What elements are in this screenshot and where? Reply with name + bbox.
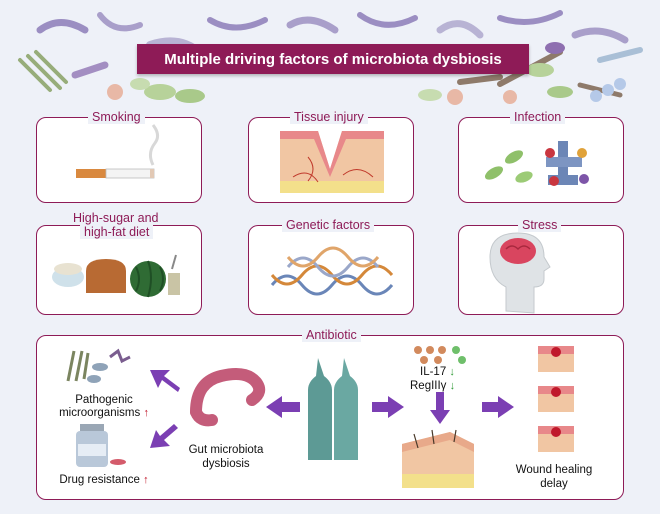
gut-dysbiosis-label-line1: Gut microbiota: [188, 444, 264, 456]
antibiotic-label: Antibiotic: [302, 328, 361, 342]
tissue-injury-label: Tissue injury: [290, 110, 368, 124]
il17-decrease-arrow: ↓: [449, 366, 455, 378]
smoking-label: Smoking: [88, 110, 145, 124]
pathogenic-increase-arrow: ↑: [143, 407, 149, 419]
smoking-panel: [36, 117, 202, 203]
stress-label: Stress: [518, 218, 562, 232]
infection-illustration: [484, 141, 589, 186]
pathogenic-label-text: microorganisms: [59, 407, 141, 419]
cytokine-dots-illustration: [414, 346, 466, 364]
regiii-text: RegIIIγ: [410, 380, 447, 392]
microbe-banner-illustration: [18, 10, 643, 105]
dna-illustration: [270, 246, 394, 296]
gut-dysbiosis-label-line2: dysbiosis: [202, 458, 250, 470]
arrow-to-wound: [482, 396, 514, 418]
food-illustration: [52, 254, 180, 298]
arrow-to-drug-resistance: [150, 424, 178, 448]
drug-resistance-increase-arrow: ↑: [143, 474, 149, 486]
regiii-decrease-arrow: ↓: [449, 380, 456, 392]
wound-healing-label-line1: Wound healing: [515, 464, 593, 476]
head-brain-illustration: [489, 232, 551, 314]
wound-healing-label-line2: delay: [540, 478, 568, 490]
gut-intestine-illustration: [190, 368, 266, 427]
arrow-antibiotic-to-il17: [372, 396, 404, 418]
drug-resistance-label: Drug resistance ↑: [44, 474, 164, 487]
figure-title: Multiple driving factors of microbiota d…: [137, 44, 529, 74]
drug-bottle-illustration: [76, 424, 126, 467]
pathogenic-microorganisms-illustration: [66, 348, 131, 383]
wound-tissue-illustration: [538, 346, 574, 452]
diet-label-line1: High-sugar and: [69, 211, 163, 225]
pathogenic-label-line2: microorganisms ↑: [54, 407, 154, 420]
arrow-antibiotic-to-gut: [266, 396, 300, 418]
infection-panel: [458, 117, 624, 203]
genetic-label: Genetic factors: [282, 218, 375, 232]
diet-label-line2: high-fat diet: [80, 225, 154, 239]
arrow-to-pathogenic: [150, 370, 180, 392]
antibiotic-ampoules-illustration: [308, 358, 358, 460]
skin-cross-section-illustration: [402, 429, 474, 488]
arrow-il17-to-skin: [430, 392, 450, 424]
pathogenic-label-line1: Pathogenic: [75, 394, 133, 406]
tissue-injury-illustration: [280, 131, 384, 193]
infection-label: Infection: [510, 110, 566, 124]
il17-label: IL-17 ↓: [420, 366, 455, 379]
il17-text: IL-17: [420, 366, 447, 378]
regiii-label: RegIIIγ ↓: [410, 380, 455, 393]
cigarette-illustration: [76, 124, 160, 179]
drug-resistance-text: Drug resistance: [59, 474, 140, 486]
